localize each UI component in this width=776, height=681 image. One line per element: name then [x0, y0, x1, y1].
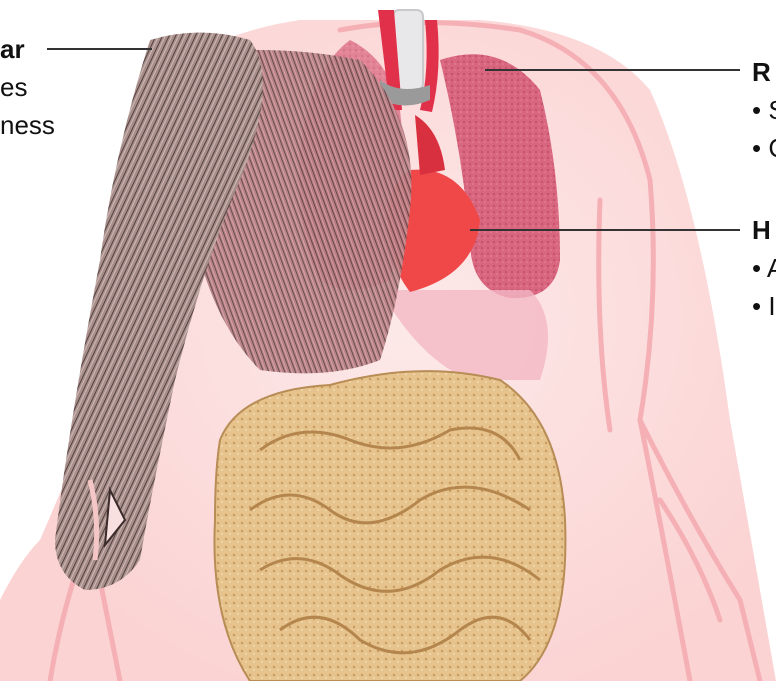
left-callout-line-2: ness: [0, 108, 55, 142]
right-callout-2-heading: H: [752, 213, 771, 247]
right-callout-1-bullet-2: • C: [752, 131, 776, 165]
right-callout-1-bullet-1: • S: [752, 93, 776, 127]
right-callout-2-bullet-2: • I: [752, 289, 776, 323]
intestines: [214, 371, 565, 681]
left-callout-line-1: es: [0, 70, 27, 104]
left-callout-heading: ar: [0, 32, 25, 66]
right-callout-2-bullet-1: • A: [752, 251, 776, 285]
right-callout-1-heading: R: [752, 55, 771, 89]
